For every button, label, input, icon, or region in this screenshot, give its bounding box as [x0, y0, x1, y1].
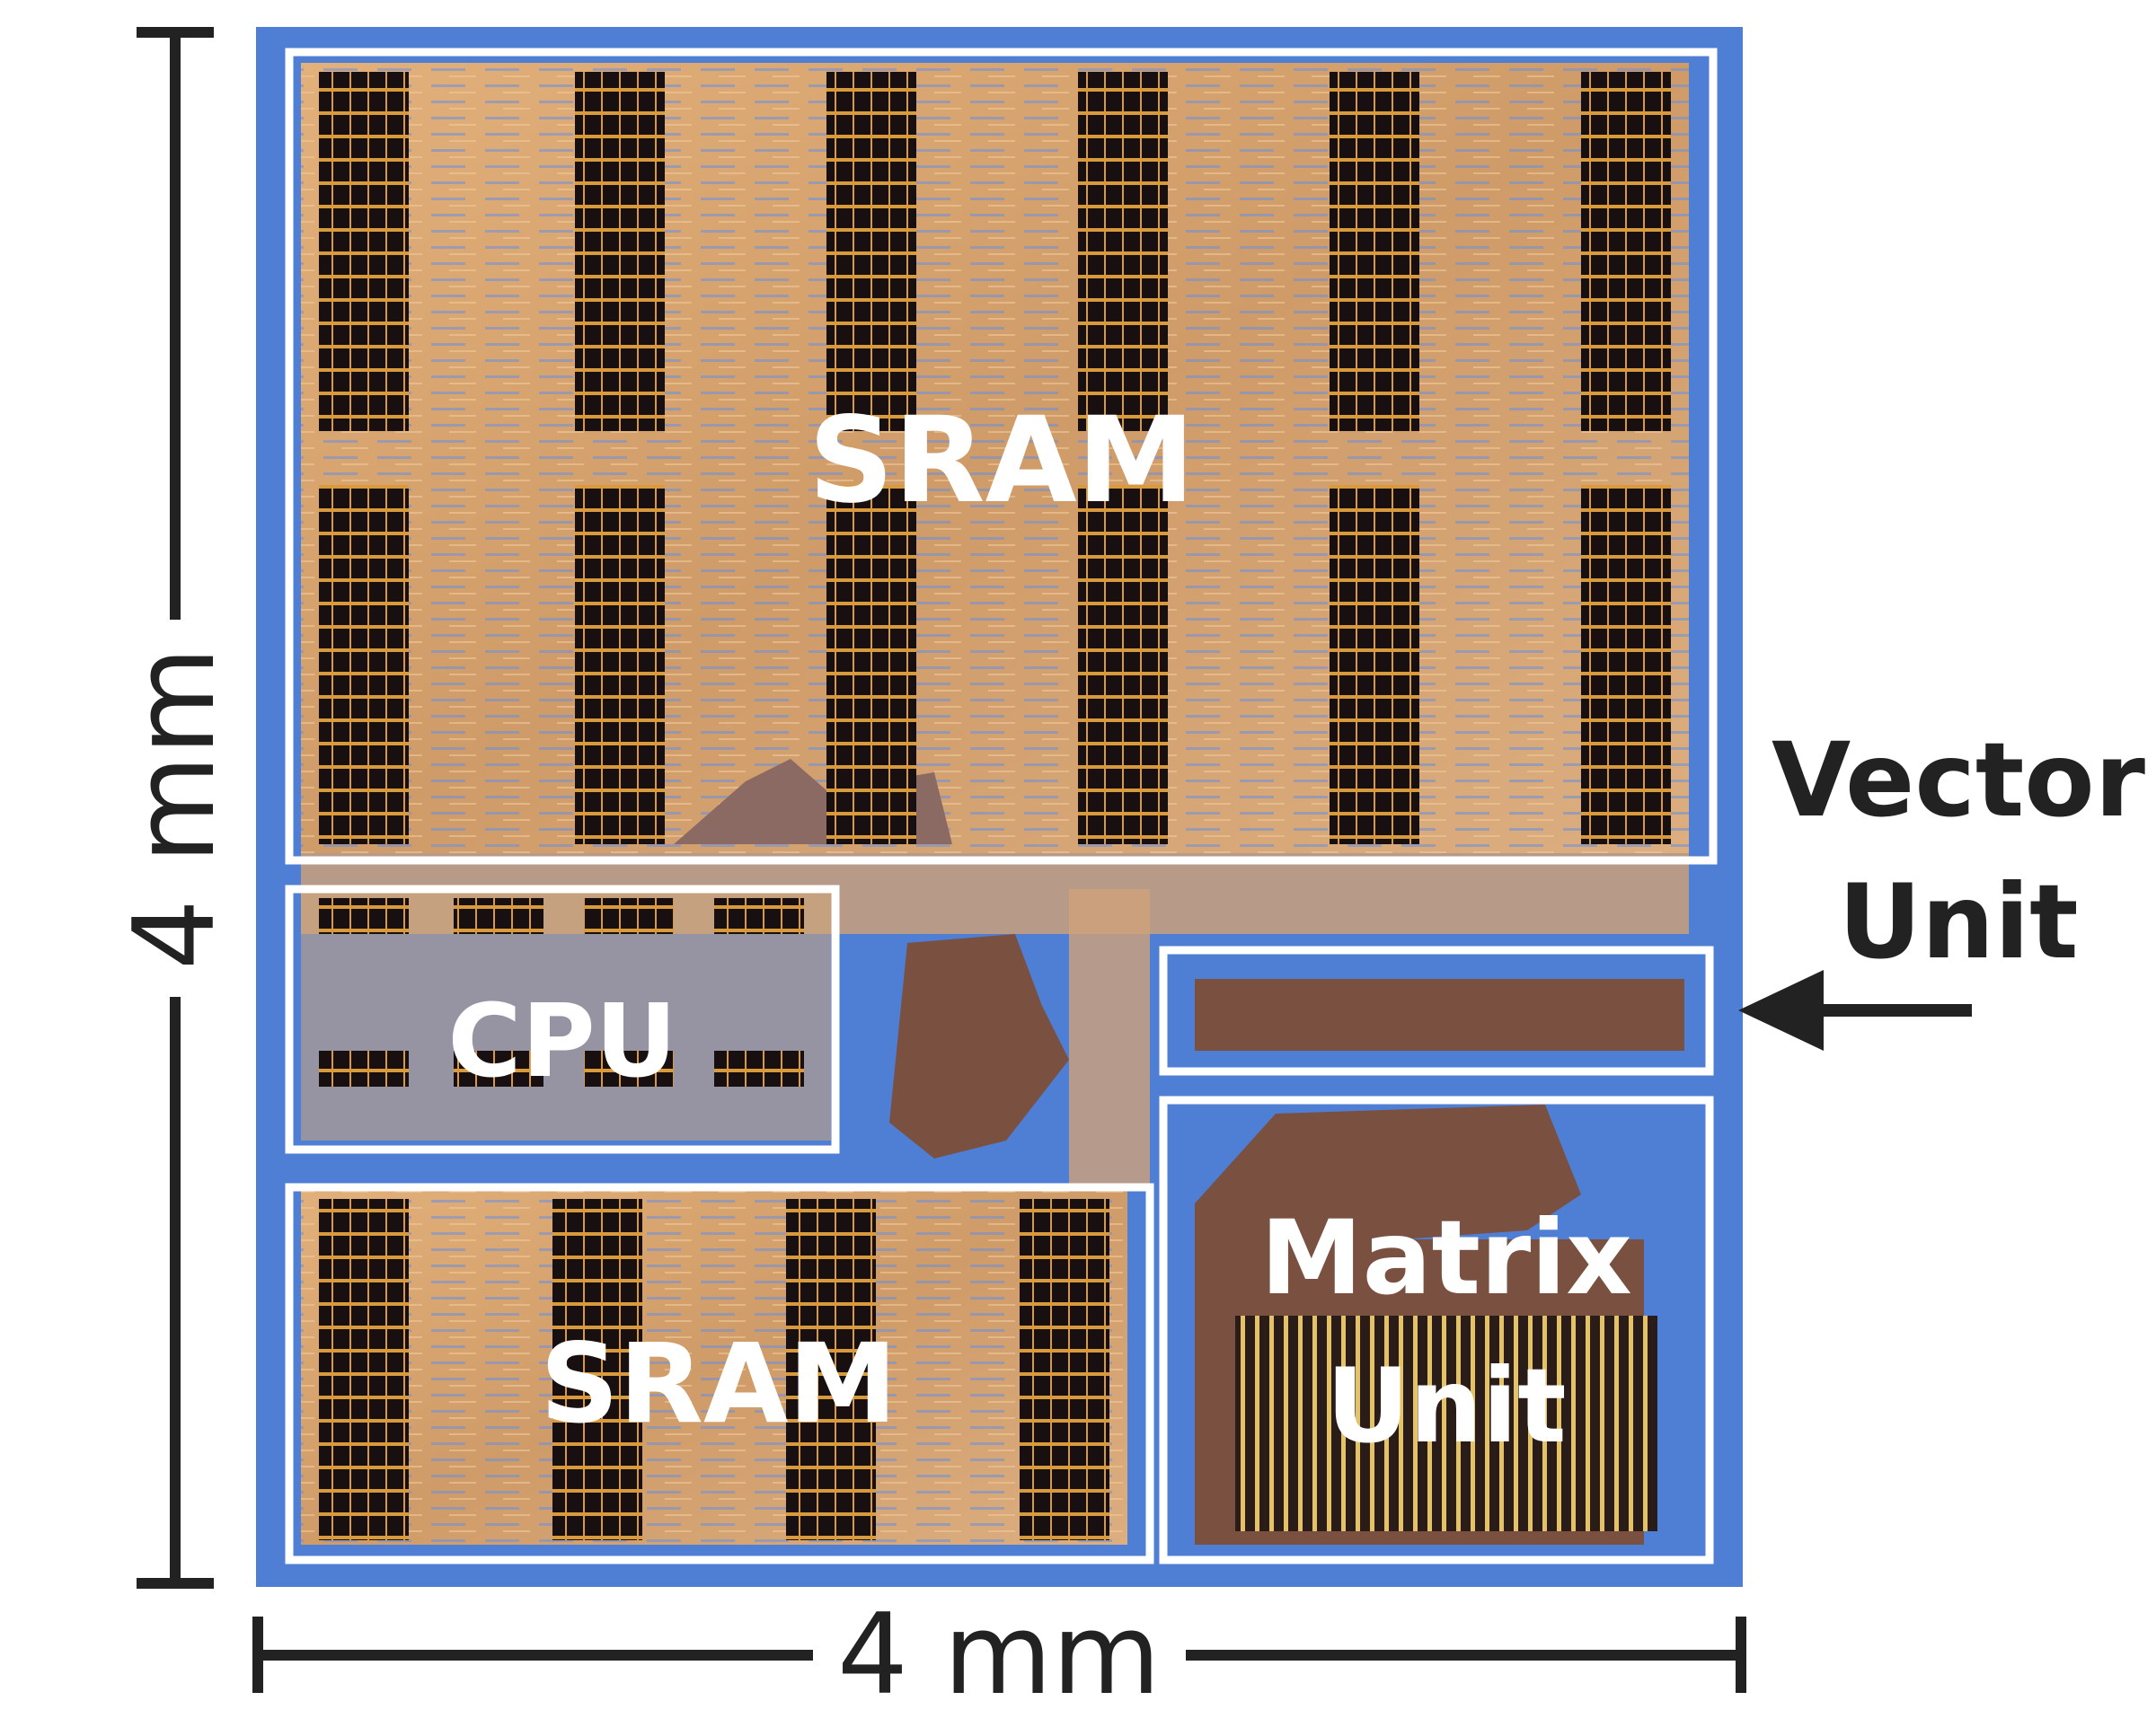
matrix-unit-mac-array — [1235, 1316, 1657, 1531]
sram-bottom-label: SRAM — [540, 1320, 897, 1448]
cpu-bank-upper-3 — [584, 898, 674, 934]
cpu-bank-upper-2 — [454, 898, 543, 934]
sram-top-bank-lower-1 — [319, 485, 409, 844]
cpu-bank-lower-3 — [584, 1051, 674, 1087]
matrix-unit-label-line2: Unit — [1326, 1346, 1566, 1466]
matrix-unit-label-line1: Matrix — [1260, 1198, 1632, 1317]
matrix-unit-logic-blob — [1195, 1105, 1581, 1329]
sram-bottom-bank-1 — [319, 1199, 409, 1540]
sram-bottom-bank-4 — [1020, 1199, 1109, 1540]
vector-unit-outline — [1159, 946, 1714, 1076]
sram-top-bank-upper-2 — [575, 72, 665, 431]
sram-top-bank-lower-4 — [1078, 485, 1168, 844]
block-outlines — [285, 48, 1718, 1564]
center-logic-blob — [889, 934, 1069, 1159]
sram-top-streaks — [301, 63, 1689, 853]
vector-unit-array — [1195, 979, 1684, 1051]
matrix-unit-outline — [1159, 1096, 1714, 1564]
cpu-outline — [285, 885, 840, 1154]
sram-top-label: SRAM — [808, 392, 1195, 530]
sram-bank-columns — [319, 72, 1671, 1540]
sram-top-bank-upper-4 — [1078, 72, 1168, 431]
die-photo — [256, 27, 1743, 1587]
sram-top-bank-lower-2 — [575, 485, 665, 844]
sram-bottom-bank-2 — [552, 1199, 642, 1540]
cpu-bank-lower-1 — [319, 1051, 409, 1087]
cpu-label: CPU — [447, 983, 676, 1100]
height-dimension-label: 4 mm — [110, 647, 240, 970]
height-dimension — [137, 27, 214, 1589]
sram-top-bank-upper-1 — [319, 72, 409, 431]
sram-top-bank-lower-6 — [1581, 485, 1671, 844]
width-dimension-label: 4 mm — [837, 1591, 1161, 1720]
sram-top-bank-upper-5 — [1330, 72, 1419, 431]
width-dimension — [252, 1617, 1746, 1693]
sram-top-bank-lower-3 — [826, 485, 916, 844]
vector-unit-arrow — [1738, 970, 1972, 1051]
cpu-bank-lower-2 — [454, 1051, 543, 1087]
cpu-bank-upper-1 — [319, 898, 409, 934]
sram-bottom-streaks — [301, 1185, 1127, 1545]
sram-bottom-outline — [285, 1183, 1154, 1564]
sram-top-bank-upper-3 — [826, 72, 916, 431]
center-column-metal — [1069, 889, 1150, 1185]
vector-unit-callout-line2: Unit — [1838, 862, 2078, 982]
sram-top-bank-lower-5 — [1330, 485, 1419, 844]
vector-unit-callout-line1: Vector — [1772, 720, 2145, 840]
sram-bottom-bank-3 — [786, 1199, 876, 1540]
cpu-bank-upper-4 — [714, 898, 804, 934]
sram-top-bank-upper-6 — [1581, 72, 1671, 431]
sram-top-outline — [285, 48, 1718, 865]
cpu-bank-lower-4 — [714, 1051, 804, 1087]
